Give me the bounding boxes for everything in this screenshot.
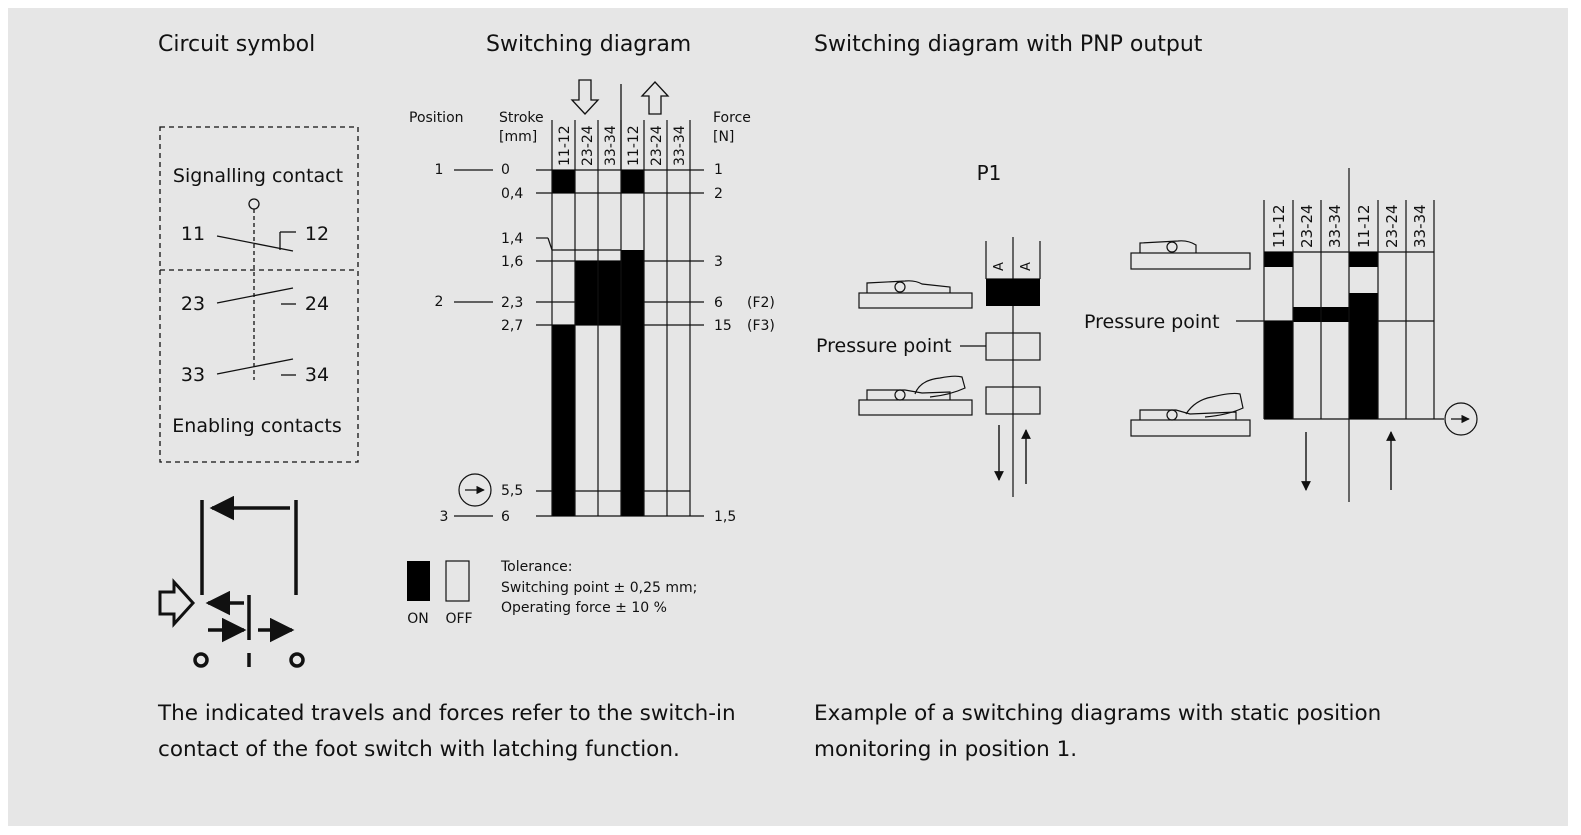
- switching-diagram: Position Stroke [mm] Force [N] 11-12 23-2…: [407, 79, 775, 627]
- terminal-12: 12: [305, 223, 329, 245]
- stroke-unit: [mm]: [499, 129, 537, 145]
- legend-off-label: OFF: [445, 611, 472, 627]
- stroke-value: 6: [501, 509, 510, 525]
- pnp-column-label: 11-12: [1355, 204, 1373, 248]
- output-a-label: A: [1019, 262, 1034, 271]
- force-ref-f3: (F3): [747, 318, 775, 334]
- pressure-point-label-large: Pressure point: [1084, 311, 1220, 333]
- heading-circuit-symbol: Circuit symbol: [158, 32, 316, 57]
- stroke-value: 1,6: [501, 254, 523, 270]
- terminal-11: 11: [181, 223, 205, 245]
- terminal-23: 23: [181, 293, 205, 315]
- pnp-diagram-large: 11-12 23-24 33-34 11-12 23-24 33-34: [1084, 168, 1478, 502]
- force-value: 1,5: [714, 509, 736, 525]
- pnp-column-label: 11-12: [1270, 204, 1288, 248]
- legend-off-swatch: [445, 560, 470, 602]
- circuit-symbol: [159, 126, 359, 463]
- pnp-column-label: 23-24: [1383, 204, 1401, 248]
- position-header: Position: [409, 110, 464, 126]
- switching-column-label: 33-34: [672, 125, 688, 166]
- terminal-24: 24: [305, 293, 329, 315]
- force-unit: [N]: [713, 129, 734, 145]
- caption-right-line1: Example of a switching diagrams with sta…: [814, 701, 1382, 726]
- force-header: Force: [713, 110, 751, 126]
- legend-on-label: ON: [407, 611, 429, 627]
- tolerance-switching: Switching point ± 0,25 mm;: [501, 580, 697, 596]
- press-arrow-icon: [570, 79, 600, 115]
- heading-switching-diagram: Switching diagram: [486, 32, 692, 57]
- pressure-point-label: Pressure point: [816, 335, 952, 357]
- caption-left-line1: The indicated travels and forces refer t…: [158, 701, 736, 726]
- signalling-contact-label: Signalling contact: [173, 165, 343, 187]
- stroke-value: 0,4: [501, 186, 523, 202]
- contact-box: [159, 126, 359, 463]
- position-3: 3: [440, 509, 449, 525]
- pnp-column-label: 33-34: [1411, 204, 1429, 248]
- actuate-arrow-icon: [158, 578, 196, 628]
- heading-switching-diagram-pnp: Switching diagram with PNP output: [814, 32, 1203, 57]
- stroke-value: 1,4: [501, 231, 523, 247]
- enabling-contacts-label: Enabling contacts: [172, 415, 341, 437]
- force-value: 15: [714, 318, 732, 334]
- tolerance-force: Operating force ± 10 %: [501, 600, 667, 616]
- stroke-value: 2,3: [501, 295, 523, 311]
- actuator-circle: [248, 198, 260, 210]
- stroke-value: 2,7: [501, 318, 523, 334]
- force-value: 1: [714, 162, 723, 178]
- caption-left-line2: contact of the foot switch with latching…: [158, 737, 680, 762]
- legend-on-swatch: [407, 561, 430, 601]
- stroke-header: Stroke: [499, 110, 544, 126]
- position-2: 2: [435, 294, 444, 310]
- tolerance-title: Tolerance:: [500, 559, 572, 575]
- figure-panel: [8, 8, 1568, 826]
- switching-column-label: 11-12: [557, 125, 573, 166]
- position-1: 1: [435, 162, 444, 178]
- force-value: 6: [714, 295, 723, 311]
- switching-column-label: 33-34: [603, 125, 619, 166]
- caption-right-line2: monitoring in position 1.: [814, 737, 1078, 762]
- force-ref-f2: (F2): [747, 295, 775, 311]
- force-value: 3: [714, 254, 723, 270]
- stroke-value: 5,5: [501, 483, 523, 499]
- switching-column-label: 23-24: [649, 125, 665, 166]
- p1-label: P1: [977, 161, 1002, 185]
- terminal-34: 34: [305, 364, 329, 386]
- pnp-diagram-small: P1 A A Pressure point: [816, 161, 1041, 497]
- force-value: 2: [714, 186, 723, 202]
- release-arrow-icon: [640, 81, 670, 115]
- terminal-33: 33: [181, 364, 205, 386]
- switching-column-label: 23-24: [580, 125, 596, 166]
- switching-column-label: 11-12: [626, 125, 642, 166]
- stroke-value: 0: [501, 162, 510, 178]
- pnp-column-label: 33-34: [1326, 204, 1344, 248]
- pnp-column-label: 23-24: [1298, 204, 1316, 248]
- output-a-label: A: [992, 262, 1007, 271]
- latch-point-icon: [458, 473, 492, 507]
- latching-symbol: [158, 495, 305, 668]
